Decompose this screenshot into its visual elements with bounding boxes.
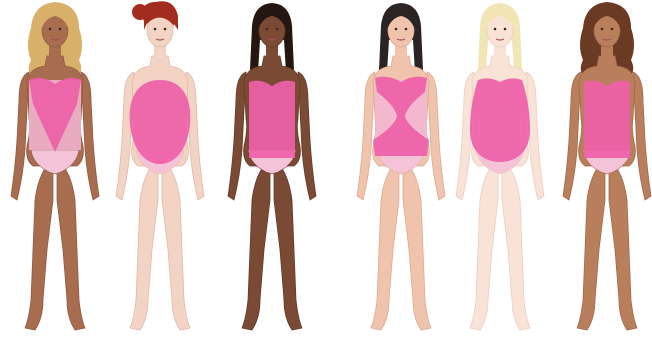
left-leg: [25, 160, 53, 330]
left-eye: [154, 28, 157, 31]
left-eye: [49, 28, 52, 31]
right-eye: [59, 28, 62, 31]
right-arm: [298, 72, 316, 200]
body-shape-overlay: [130, 80, 191, 164]
left-eye: [266, 28, 269, 31]
left-arm: [116, 72, 134, 200]
left-arm: [228, 72, 246, 200]
body-shape-overlay: [584, 81, 630, 158]
figure-3: [228, 3, 316, 330]
left-leg: [130, 160, 158, 330]
right-leg: [162, 160, 190, 330]
right-eye: [405, 28, 408, 31]
right-arm: [81, 72, 99, 200]
left-eye: [601, 28, 604, 31]
underwear: [31, 150, 79, 174]
right-eye: [504, 28, 507, 31]
hair-bun: [132, 4, 148, 20]
right-leg: [502, 160, 530, 330]
body-shape-overlay: [470, 78, 530, 162]
left-arm: [563, 72, 581, 200]
left-eye: [395, 28, 398, 31]
body-shape-overlay: [249, 81, 295, 158]
right-eye: [276, 28, 279, 31]
figure-4: [357, 3, 445, 330]
figure-1: [11, 2, 99, 330]
figure-6: [563, 2, 651, 330]
left-leg: [470, 160, 498, 330]
right-arm: [427, 72, 445, 200]
figure-5: [456, 3, 544, 330]
right-eye: [164, 28, 167, 31]
right-leg: [609, 160, 637, 330]
left-arm: [11, 72, 29, 200]
figure-2: [116, 1, 204, 330]
right-eye: [611, 28, 614, 31]
left-eye: [494, 28, 497, 31]
left-leg: [577, 160, 605, 330]
left-leg: [242, 160, 270, 330]
right-leg: [57, 160, 85, 330]
right-leg: [403, 160, 431, 330]
right-arm: [186, 72, 204, 200]
right-leg: [274, 160, 302, 330]
left-arm: [357, 72, 375, 200]
left-leg: [371, 160, 399, 330]
right-arm: [633, 72, 651, 200]
